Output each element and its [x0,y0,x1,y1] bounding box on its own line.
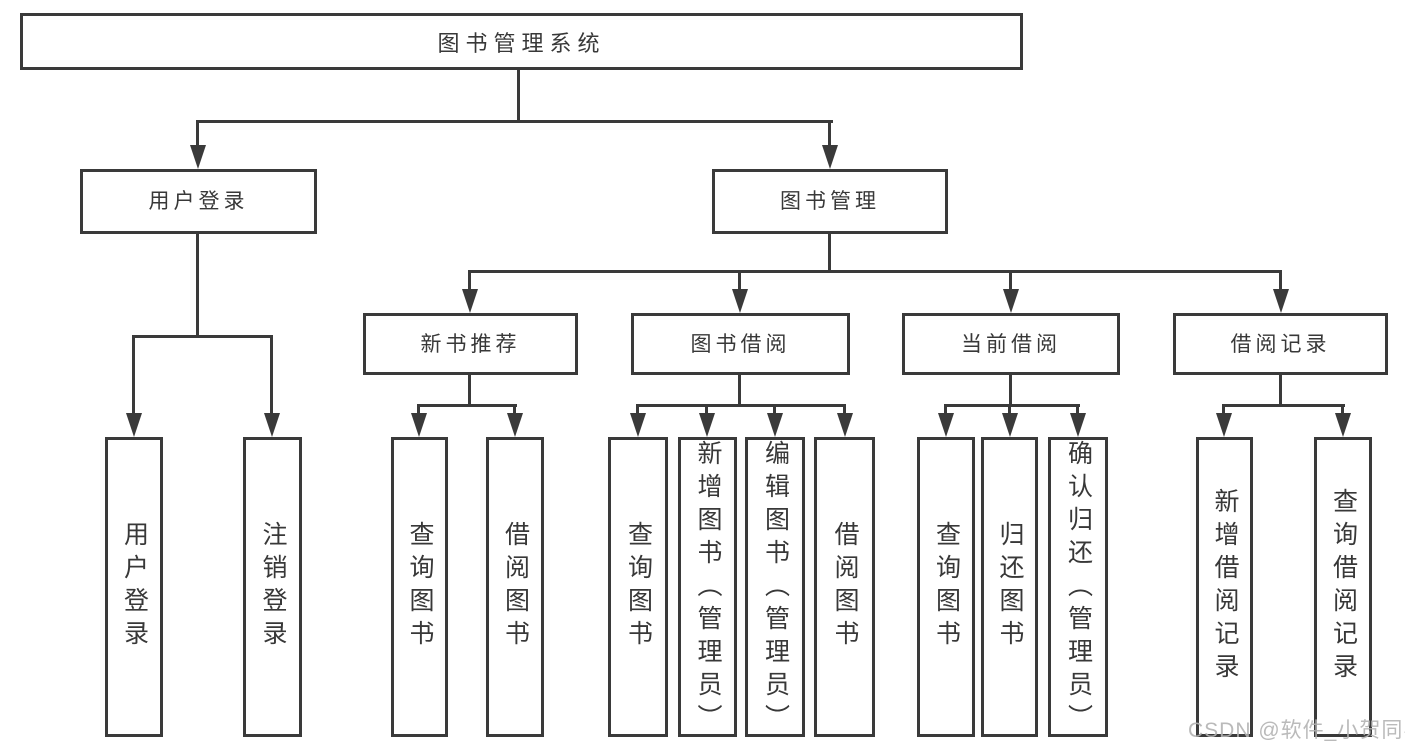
connector-stub [1076,404,1079,416]
node-user-login: 用户登录 [80,169,317,234]
connector-stub [843,404,846,416]
arrow-down-icon [462,289,478,313]
node-user-login-label: 用户登录 [148,190,249,213]
connector-stub [1341,404,1344,416]
connector-records-hline [1222,404,1345,407]
connector-stub-leaf-user-login [132,335,135,415]
connector-stub [705,404,708,416]
leaf-return-books: 归还图书 [981,437,1038,737]
arrow-down-icon [411,413,427,437]
connector-stub-new-book-recommend [468,270,471,292]
arrow-down-icon [1216,413,1232,437]
node-new-book-recommend-label: 新书推荐 [420,332,521,356]
connector-stub [513,404,516,416]
connector-stub [944,404,947,416]
leaf-query-books-recommend-label: 查询图书 [406,521,434,653]
leaf-borrow-books-recommend: 借阅图书 [486,437,544,737]
leaf-borrow-books-recommend-label: 借阅图书 [501,521,530,653]
arrow-down-icon [699,413,715,437]
connector-stub-book-management [828,120,831,148]
arrow-down-icon [190,145,206,169]
leaf-edit-book-admin-label: 编辑图书（管理员） [761,440,790,737]
arrow-down-icon [1003,289,1019,313]
leaf-borrow-books-label: 借阅图书 [831,521,859,653]
leaf-borrow-books: 借阅图书 [814,437,875,737]
leaf-add-book-admin-label: 新增图书（管理员） [694,440,722,737]
connector-stub [417,404,420,416]
arrow-down-icon [1002,413,1018,437]
connector-user-hline [132,335,273,338]
leaf-user-login: 用户登录 [105,437,163,737]
leaf-user-login-label: 用户登录 [120,521,149,653]
arrow-down-icon [938,413,954,437]
connector-root-stem [517,70,520,123]
leaf-confirm-return-admin-label: 确认归还（管理员） [1064,440,1093,737]
arrow-down-icon [1273,289,1289,313]
node-book-borrow: 图书借阅 [631,313,850,375]
connector-stub [1222,404,1225,416]
connector-user-stem [196,234,199,338]
node-current-borrow: 当前借阅 [902,313,1120,375]
node-borrow-records: 借阅记录 [1173,313,1388,375]
node-library-system-label: 图书管理系统 [437,30,606,56]
arrow-down-icon [1335,413,1351,437]
connector-stub [773,404,776,416]
leaf-logout: 注销登录 [243,437,302,737]
leaf-query-books-borrow: 查询图书 [608,437,668,737]
leaf-query-borrow-record-label: 查询借阅记录 [1329,488,1358,686]
arrow-down-icon [264,413,280,437]
arrow-down-icon [837,413,853,437]
connector-stub-user-login [196,120,199,148]
leaf-return-books-label: 归还图书 [996,521,1024,653]
leaf-add-book-admin: 新增图书（管理员） [678,437,737,737]
connector-current-hline [944,404,1080,407]
arrow-down-icon [732,289,748,313]
leaf-confirm-return-admin: 确认归还（管理员） [1048,437,1108,737]
connector-book-stem [828,234,831,273]
connector-stub-book-borrow [738,270,741,292]
node-book-management: 图书管理 [712,169,948,234]
connector-borrow-hline [636,404,846,407]
leaf-query-books-recommend: 查询图书 [391,437,448,737]
node-borrow-records-label: 借阅记录 [1230,332,1331,356]
node-new-book-recommend: 新书推荐 [363,313,578,375]
connector-stub [636,404,639,416]
arrow-down-icon [822,145,838,169]
arrow-down-icon [630,413,646,437]
connector-records-stem [1279,375,1282,407]
leaf-query-books-current: 查询图书 [917,437,975,737]
connector-stub-borrow-records [1279,270,1282,292]
leaf-query-books-borrow-label: 查询图书 [624,521,653,653]
arrow-down-icon [507,413,523,437]
connector-borrow-stem [738,375,741,407]
leaf-logout-label: 注销登录 [259,521,287,653]
connector-stub [1008,404,1011,416]
connector-stub-current-borrow [1009,270,1012,292]
leaf-edit-book-admin: 编辑图书（管理员） [745,437,805,737]
node-current-borrow-label: 当前借阅 [961,332,1061,356]
node-book-borrow-label: 图书借阅 [690,332,791,356]
leaf-query-borrow-record: 查询借阅记录 [1314,437,1372,737]
leaf-query-books-current-label: 查询图书 [932,521,961,653]
leaf-add-borrow-record-label: 新增借阅记录 [1211,488,1239,686]
connector-current-stem [1009,375,1012,407]
arrow-down-icon [767,413,783,437]
connector-book-hline [468,270,1282,273]
node-library-system: 图书管理系统 [20,13,1023,70]
arrow-down-icon [1070,413,1086,437]
connector-recommend-stem [468,375,471,407]
connector-stub-leaf-logout [270,335,273,415]
connector-recommend-hline [417,404,517,407]
leaf-add-borrow-record: 新增借阅记录 [1196,437,1253,737]
connector-root-hline [196,120,833,123]
csdn-watermark: CSDN @软件_小贺同学 [1188,719,1405,742]
node-book-management-label: 图书管理 [780,190,880,213]
arrow-down-icon [126,413,142,437]
